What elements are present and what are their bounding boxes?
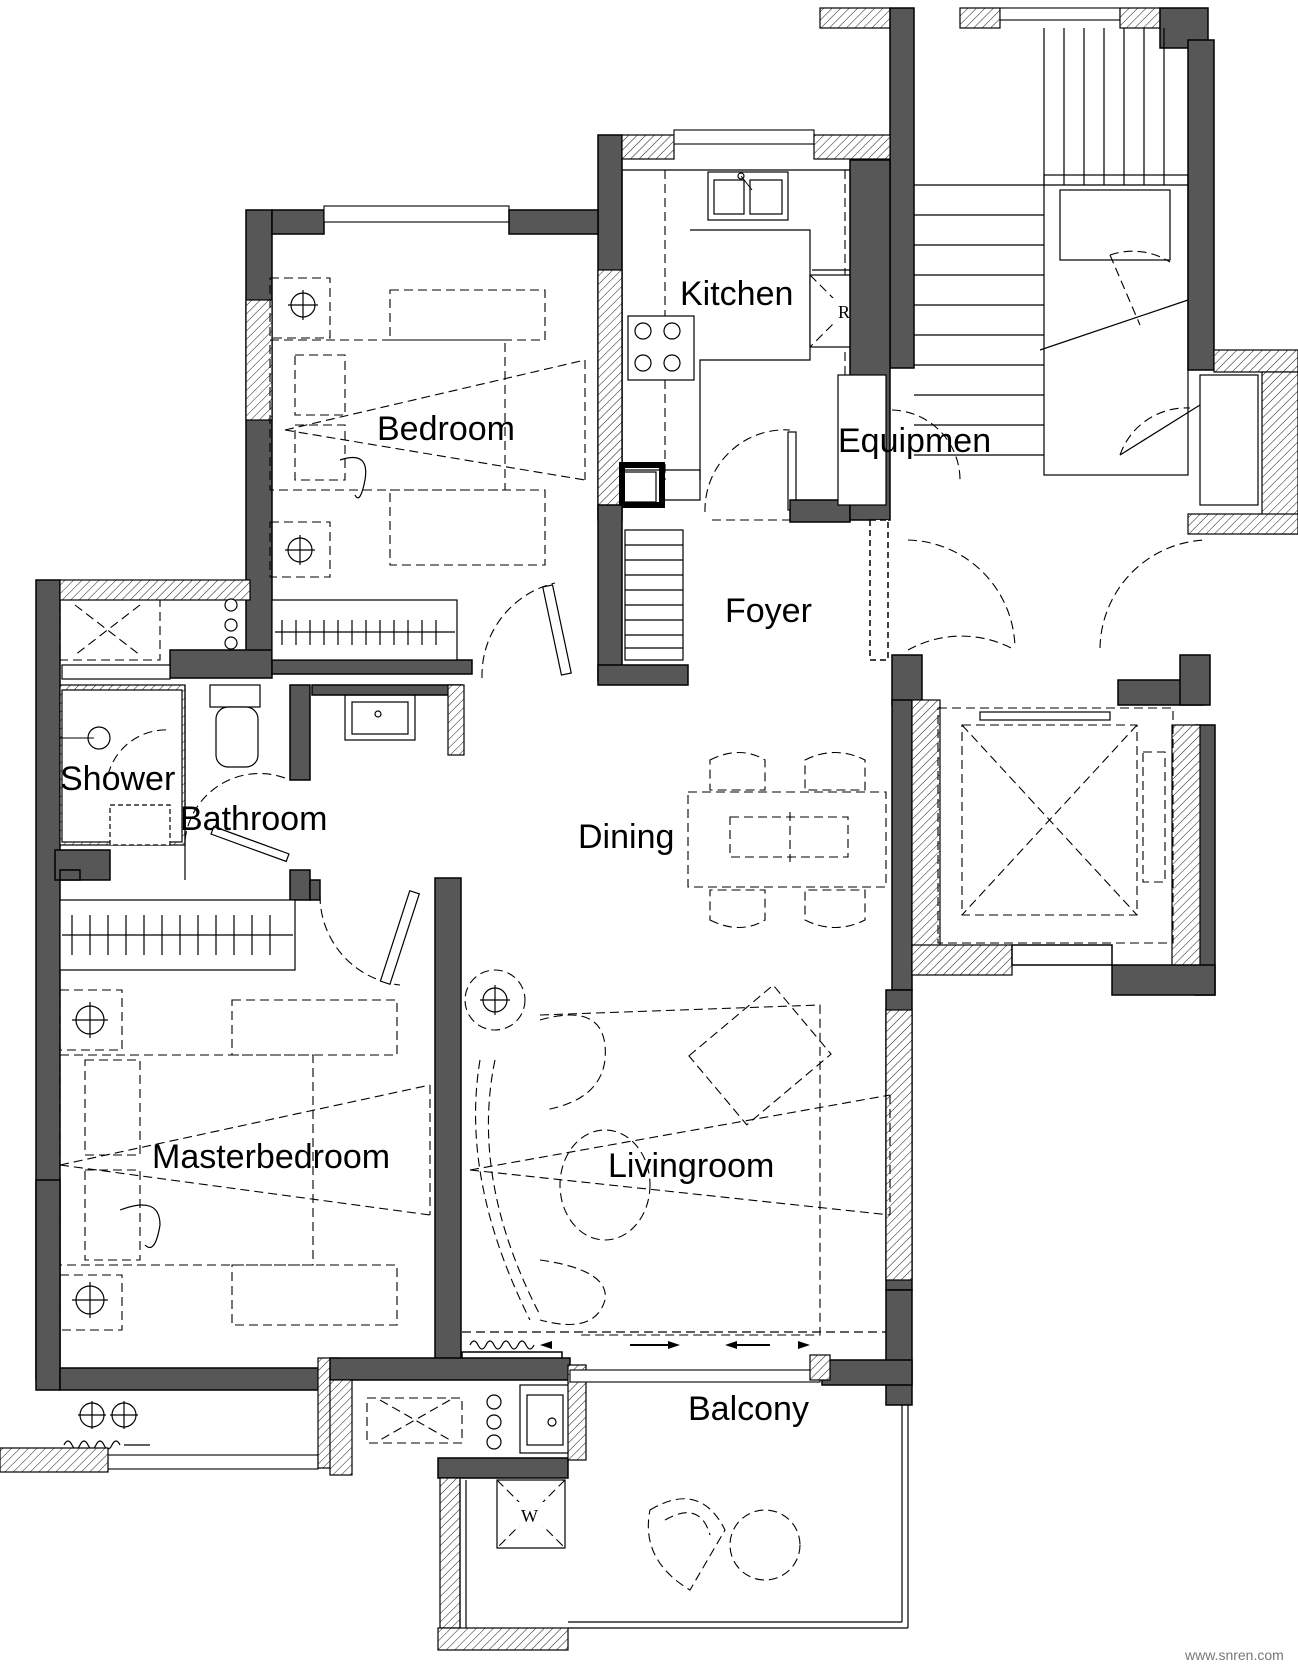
stairwell xyxy=(819,7,1298,535)
room-label-equipment: Equipmen xyxy=(838,422,991,460)
kitchen-area: R Kitchen xyxy=(597,129,891,523)
room-label-livingroom: Livingroom xyxy=(608,1147,774,1185)
livingroom-area: Livingroom xyxy=(461,969,913,1406)
room-label-masterbedroom: Masterbedroom xyxy=(152,1138,390,1176)
elevator-shaft xyxy=(891,699,1216,996)
room-label-bedroom: Bedroom xyxy=(377,410,515,448)
room-label-dining: Dining xyxy=(578,818,674,856)
master-wardrobe xyxy=(59,899,296,971)
vanity-sink-icon xyxy=(344,694,416,741)
washer-icon: W xyxy=(496,1479,566,1549)
sliding-door-arrows xyxy=(540,1341,810,1349)
washer-symbol: W xyxy=(521,1506,538,1526)
refrigerator-symbol: R xyxy=(838,302,850,322)
room-label-bathroom: Bathroom xyxy=(180,800,327,838)
dining-area: Dining xyxy=(578,751,887,929)
bedroom-area: Bedroom xyxy=(169,205,623,681)
room-label-shower: Shower xyxy=(60,760,175,798)
watermark: www.snren.com xyxy=(1184,1647,1284,1663)
wardrobe xyxy=(271,599,458,661)
toilet-icon xyxy=(209,684,261,768)
sink-icon xyxy=(707,171,789,221)
foyer-area: Foyer xyxy=(597,519,1211,706)
balcony-area: W Balcony xyxy=(329,1354,909,1651)
stove-icon xyxy=(627,315,695,381)
equipment-room: Equipmen xyxy=(837,159,1259,521)
room-label-balcony: Balcony xyxy=(688,1390,809,1428)
room-label-foyer: Foyer xyxy=(725,592,812,630)
room-label-kitchen: Kitchen xyxy=(680,275,793,313)
masterbedroom-area: Masterbedroom xyxy=(0,869,462,1473)
